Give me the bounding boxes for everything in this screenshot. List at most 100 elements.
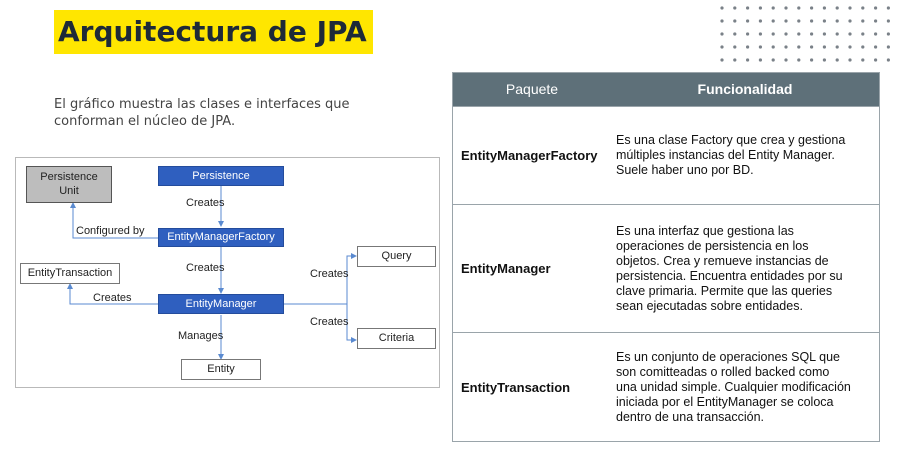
decor-dot [886, 45, 890, 49]
decor-dot [758, 58, 762, 62]
desc-line: Es un conjunto de operaciones SQL que [616, 349, 840, 364]
decor-dot [810, 58, 814, 62]
desc-line: clave primaria. Permite que las queries [616, 283, 833, 298]
row-key: EntityManagerFactory [461, 148, 598, 163]
decor-dot [733, 58, 737, 62]
decor-dot [822, 58, 826, 62]
decor-dot [861, 32, 865, 36]
diagram-connectors [67, 186, 357, 360]
decor-dot [733, 32, 737, 36]
decor-dot [848, 6, 852, 10]
jpa-architecture-diagram: Persistence Unit Persistence EntityManag… [15, 157, 440, 388]
decor-dot [720, 6, 724, 10]
decor-dot [874, 45, 878, 49]
decor-dot [758, 45, 762, 49]
decor-dot [822, 19, 826, 23]
decor-dot [720, 58, 724, 62]
desc-line: objetos. Crea y remueve instancias de [616, 253, 829, 268]
decor-dot [746, 58, 750, 62]
connector-em-query [346, 253, 357, 304]
decor-dot [797, 32, 801, 36]
table-header: Paquete Funcionalidad [453, 73, 879, 106]
connector-em-transaction [67, 283, 158, 305]
desc-line: Es una clase Factory que crea y gestiona [616, 133, 846, 147]
label-creates-em: Creates [186, 262, 225, 274]
decor-dot [784, 6, 788, 10]
decor-dot [861, 6, 865, 10]
decor-dot [835, 19, 839, 23]
decor-dot [822, 32, 826, 36]
decor-dot [835, 58, 839, 62]
decor-dot [797, 45, 801, 49]
decor-dot [784, 45, 788, 49]
decor-dot [835, 6, 839, 10]
label-manages: Manages [178, 330, 224, 342]
decor-dot [874, 32, 878, 36]
decor-dot [797, 6, 801, 10]
label-configured-by: Configured by [76, 225, 145, 237]
header-paquete: Paquete [505, 81, 559, 97]
persistence-node: Persistence [158, 166, 284, 186]
decor-dot [771, 6, 775, 10]
row-key: EntityManager [461, 261, 551, 276]
query-node: Query [357, 246, 436, 267]
decor-dot [848, 58, 852, 62]
row-description: Es una clase Factory que crea y gestiona… [616, 107, 867, 204]
decor-dot [784, 58, 788, 62]
label-creates-query: Creates [310, 268, 349, 280]
decor-dot [848, 19, 852, 23]
persistence-unit-node: Persistence Unit [26, 166, 112, 203]
decor-dot [874, 58, 878, 62]
decor-dot [720, 19, 724, 23]
label-creates-transaction: Creates [93, 292, 132, 304]
intro-line-2: conforman el núcleo de JPA. [54, 114, 236, 129]
decor-dot [861, 19, 865, 23]
desc-line: múltiples instancias del Entity Manager. [616, 148, 835, 162]
decor-dot [771, 58, 775, 62]
decor-dot [758, 19, 762, 23]
criteria-node: Criteria [357, 328, 436, 349]
decor-dot [886, 58, 890, 62]
decor-dot [810, 6, 814, 10]
decor-dot [758, 32, 762, 36]
decor-dot [822, 45, 826, 49]
entity-transaction-node: EntityTransaction [20, 263, 120, 284]
decor-dot [746, 45, 750, 49]
decor-dot [771, 32, 775, 36]
decor-dot [720, 32, 724, 36]
desc-line: operaciones de persistencia en los [616, 238, 809, 253]
decorative-dot-grid [720, 6, 890, 62]
label-creates-emf: Creates [186, 197, 225, 209]
decor-dot [810, 32, 814, 36]
table-row: EntityTransaction Es un conjunto de oper… [453, 332, 879, 441]
desc-line: Suele haber uno por BD. [616, 163, 754, 177]
desc-line: persistencia. Encuentra entidades por su [616, 268, 843, 283]
intro-line-1: El gráfico muestra las clases e interfac… [54, 97, 350, 112]
decor-dot [886, 19, 890, 23]
decor-dot [822, 6, 826, 10]
desc-line: Es una interfaz que gestiona las [616, 223, 794, 238]
decor-dot [874, 6, 878, 10]
row-description: Es un conjunto de operaciones SQL que so… [616, 333, 867, 441]
decor-dot [746, 32, 750, 36]
connector-em-criteria [346, 304, 357, 343]
decor-dot [861, 58, 865, 62]
desc-line: dentro de una transacción. [616, 409, 765, 424]
decor-dot [886, 6, 890, 10]
intro-text: El gráfico muestra las clases e interfac… [54, 96, 384, 130]
decor-dot [733, 19, 737, 23]
jpa-components-table: Paquete Funcionalidad EntityManagerFacto… [452, 72, 880, 442]
label-creates-criteria: Creates [310, 316, 349, 328]
decor-dot [886, 32, 890, 36]
decor-dot [771, 45, 775, 49]
desc-line: iniciada por el EntityManager se coloca [616, 394, 834, 409]
desc-line: sean ejecutadas sobre entidades. [616, 298, 803, 313]
desc-line: son comitteadas o rolled backed como [616, 364, 830, 379]
decor-dot [784, 32, 788, 36]
decor-dot [874, 19, 878, 23]
decor-dot [733, 45, 737, 49]
decor-dot [758, 6, 762, 10]
decor-dot [746, 19, 750, 23]
table-row: EntityManager Es una interfaz que gestio… [453, 204, 879, 332]
entity-manager-factory-node: EntityManagerFactory [158, 228, 284, 247]
